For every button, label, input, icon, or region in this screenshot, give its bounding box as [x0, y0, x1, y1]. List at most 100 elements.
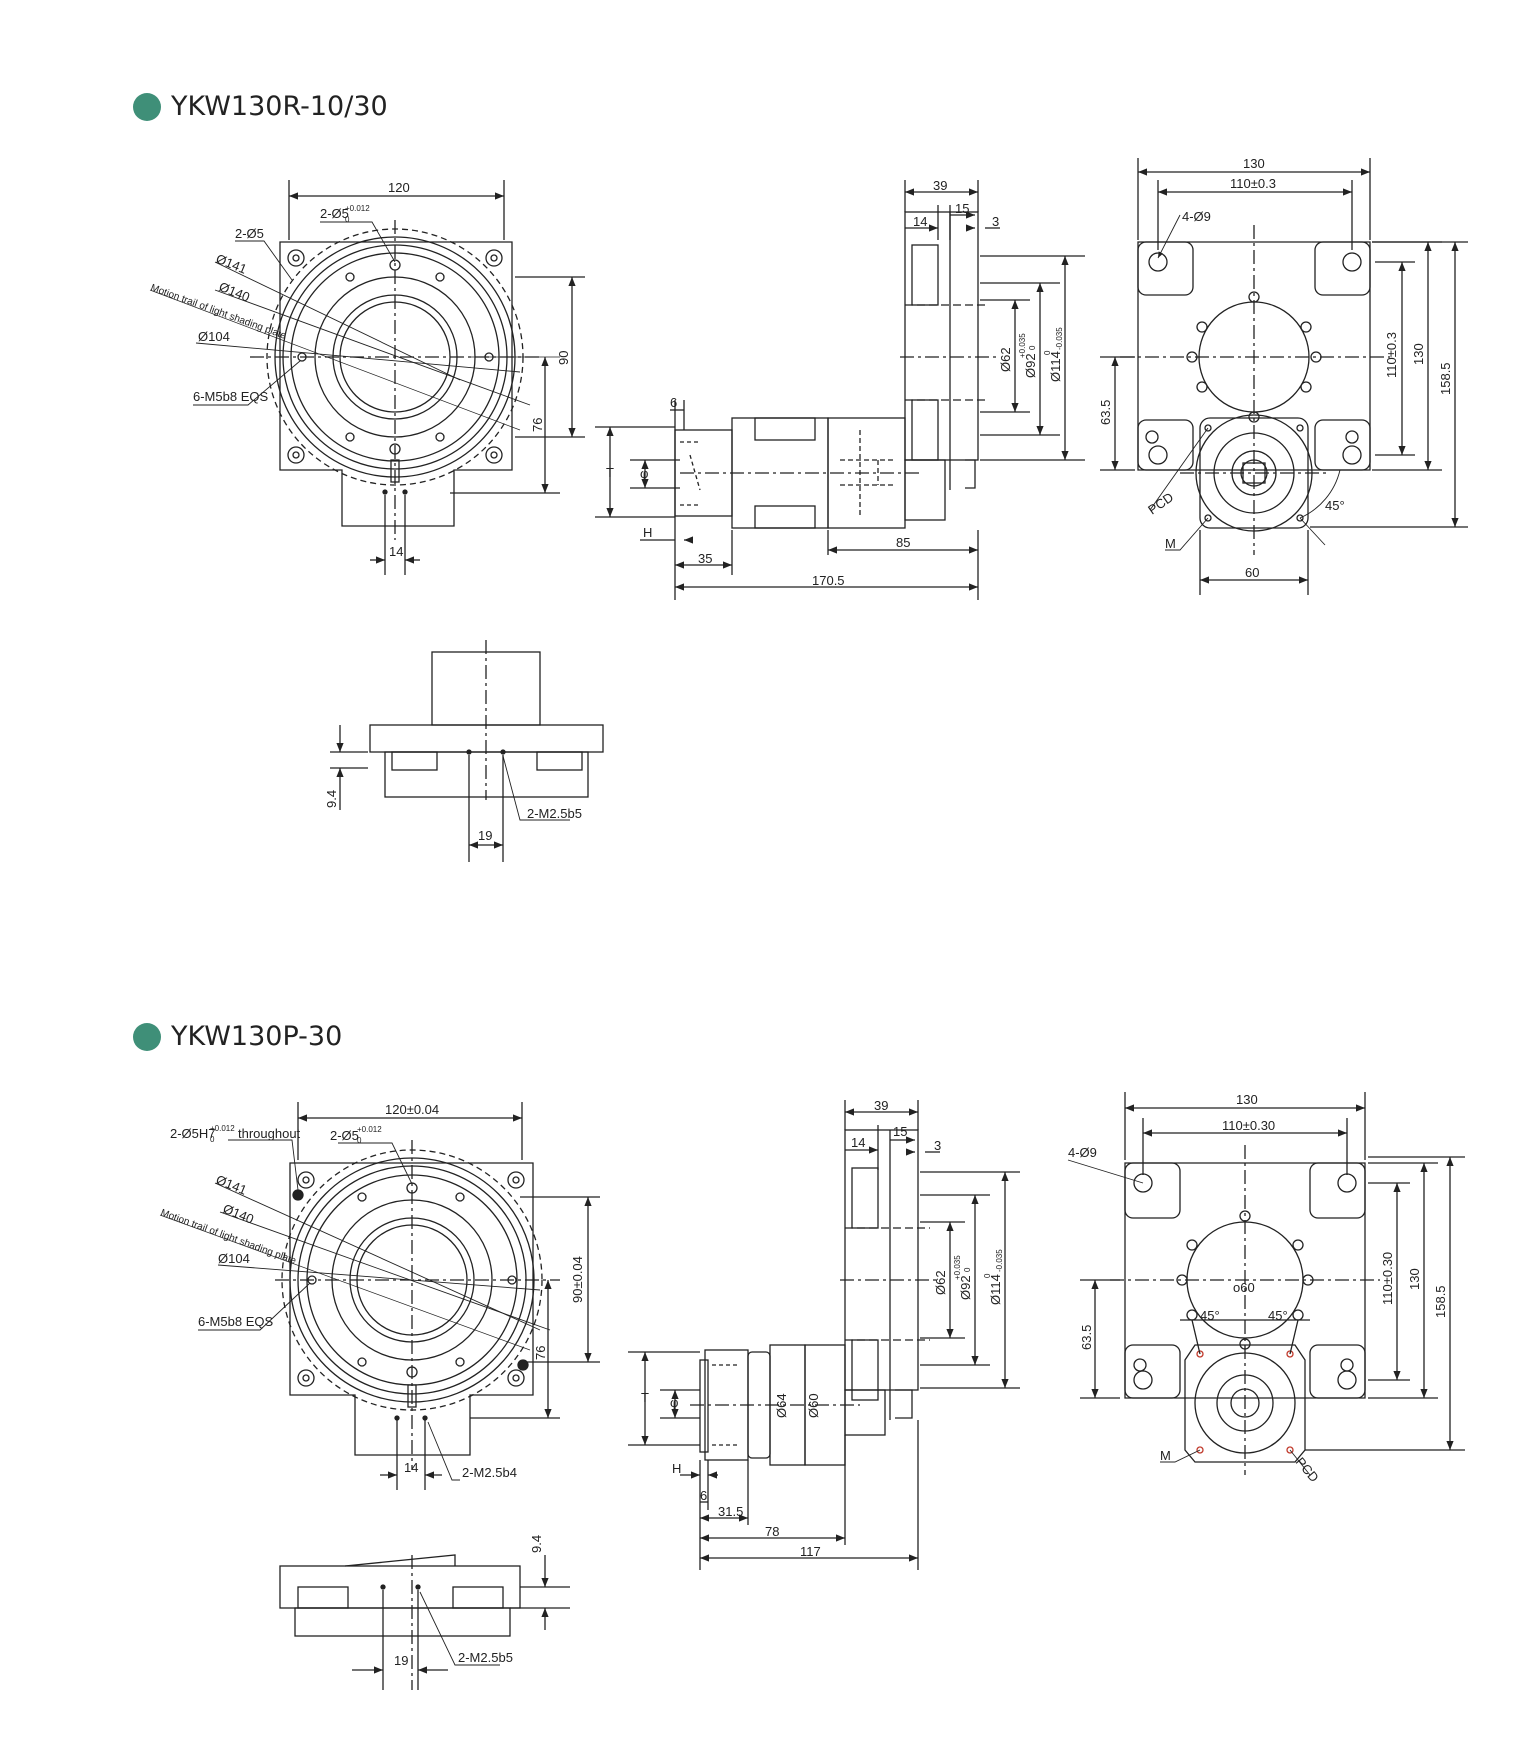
s2-right-m: M	[1160, 1448, 1171, 1463]
s2-bottom-d19: 19	[394, 1653, 408, 1668]
s2-side-d60: Ø60	[806, 1393, 821, 1418]
s1-bottom-d19: 19	[478, 828, 492, 843]
section-title-1: YKW130R-10/30	[133, 91, 388, 122]
s1-side-d14: 14	[913, 214, 927, 229]
s2-side-d114: Ø114	[988, 1274, 1003, 1305]
s1-right-m: M	[1165, 536, 1176, 551]
s2-side-d3: 3	[934, 1138, 941, 1153]
s2-right-v110: 110±0.30	[1380, 1252, 1395, 1305]
s2-right-o60: o60	[1233, 1280, 1255, 1295]
s2-d141: Ø141	[214, 1172, 249, 1198]
s1-side-d15: 15	[955, 201, 969, 216]
s2-bottom-view	[279, 1554, 570, 1690]
s2-d140: Ø140	[221, 1201, 256, 1227]
s1-side-d62: Ø62	[998, 347, 1013, 372]
s1-side-d92-sub: 0	[1028, 345, 1037, 350]
s1-right-pcd: PCD	[1145, 489, 1176, 517]
s2-right-v130: 130	[1407, 1268, 1422, 1290]
s1-right-view	[1100, 158, 1468, 595]
s2-side-d39: 39	[874, 1098, 888, 1113]
s1-d141: Ø141	[214, 251, 249, 277]
s2-side-d117: 117	[800, 1544, 821, 1559]
s2-right-v1585: 158.5	[1433, 1285, 1448, 1318]
s2-right-a45l: 45°	[1200, 1308, 1220, 1323]
s1-d90: 90	[556, 351, 571, 365]
s2-pin-sup: +0.012	[357, 1125, 382, 1134]
s1-side-d114-sub: -0.035	[1055, 327, 1064, 350]
s1-d14: 14	[389, 544, 403, 559]
s2-side-d114-sup: 0	[983, 1273, 992, 1278]
s1-right-d60: 60	[1245, 565, 1259, 580]
s1-right-v130: 130	[1411, 343, 1426, 365]
s2-pin-sub: 0	[357, 1136, 362, 1145]
s2-side-d62: Ø62	[933, 1270, 948, 1295]
s1-bottom-view	[330, 640, 604, 862]
s1-side-d114-sup: 0	[1043, 350, 1052, 355]
s1-side-d114: Ø114	[1048, 351, 1063, 382]
s1-bottom-m25: 2-M2.5b5	[527, 806, 582, 821]
s2-through-label: 2-Ø5H7	[170, 1126, 216, 1141]
s1-right-a45: 45°	[1325, 498, 1345, 513]
s1-side-view	[595, 180, 1085, 600]
s2-d76: 76	[533, 1346, 548, 1360]
s2-through-tail: throughout	[238, 1126, 301, 1141]
s2-side-d14: 14	[851, 1135, 865, 1150]
s2-side-d92-sub: 0	[963, 1267, 972, 1272]
s2-side-d114-sub: -0.035	[995, 1249, 1004, 1272]
s2-right-holes: 4-Ø9	[1068, 1145, 1097, 1160]
s2-right-d130: 130	[1236, 1092, 1258, 1107]
s2-d90: 90±0.04	[570, 1256, 585, 1303]
s1-right-v635: 63.5	[1098, 400, 1113, 425]
s1-right-v1585: 158.5	[1438, 362, 1453, 395]
s1-side-d92: Ø92	[1023, 353, 1038, 378]
s1-side-d1705: 170.5	[812, 573, 845, 588]
s1-d140: Ø140	[217, 279, 252, 305]
s1-side-d85: 85	[896, 535, 910, 550]
s2-right-a45r: 45°	[1268, 1308, 1288, 1323]
s2-bottom-d94: 9.4	[529, 1535, 544, 1553]
s1-hole-label: 2-Ø5	[235, 226, 264, 241]
section-title-text: YKW130R-10/30	[171, 91, 388, 122]
s2-bottom-m25: 2-M2.5b5	[458, 1650, 513, 1665]
s1-side-H: H	[643, 525, 652, 540]
s2-side-d15: 15	[893, 1124, 907, 1139]
s2-side-T: T	[641, 1390, 649, 1405]
s1-d104: Ø104	[198, 329, 230, 344]
s2-side-d92: Ø92	[958, 1275, 973, 1300]
s1-side-d39: 39	[933, 178, 947, 193]
s2-side-phi: φ	[670, 1395, 678, 1410]
s1-side-phi: φ	[640, 466, 648, 481]
s1-side-d35: 35	[698, 551, 712, 566]
s2-side-d64: Ø64	[774, 1393, 789, 1418]
s1-pin-sup: +0.012	[345, 204, 370, 213]
s1-front-view	[149, 180, 585, 575]
s2-right-view	[1067, 1092, 1465, 1476]
s2-m254: 2-M2.5b4	[462, 1465, 517, 1480]
s1-d76: 76	[530, 418, 545, 432]
s2-side-view	[628, 1100, 1020, 1570]
section-title-2: YKW130P-30	[133, 1021, 342, 1052]
section-bullet-icon	[133, 92, 161, 121]
s2-side-d92-sup: +0.035	[953, 1255, 962, 1280]
s2-front-view	[159, 1102, 600, 1490]
s1-pin-sub: 0	[345, 215, 350, 224]
s2-side-d6: 6	[700, 1488, 707, 1503]
s2-through-sub: 0	[210, 1135, 215, 1144]
s2-right-d110: 110±0.30	[1222, 1118, 1275, 1133]
s2-d14: 14	[404, 1460, 418, 1475]
s1-pin-label: 2-Ø5	[320, 206, 349, 221]
s2-d104: Ø104	[218, 1251, 250, 1266]
section-title-text: YKW130P-30	[171, 1021, 343, 1052]
s1-bottom-d94: 9.4	[324, 790, 339, 808]
s1-dim-120: 120	[388, 180, 410, 195]
s1-side-d6: 6	[670, 395, 677, 410]
s2-side-d315: 31.5	[718, 1504, 743, 1519]
s1-side-T: T	[606, 465, 614, 480]
s2-through-sup: +0.012	[210, 1124, 235, 1133]
s1-m5-label: 6-M5b8 EQS	[193, 389, 268, 404]
s2-dim-120: 120±0.04	[385, 1102, 439, 1117]
s2-side-d78: 78	[765, 1524, 779, 1539]
s1-right-d110: 110±0.3	[1230, 176, 1276, 191]
s2-side-H: H	[672, 1461, 681, 1476]
